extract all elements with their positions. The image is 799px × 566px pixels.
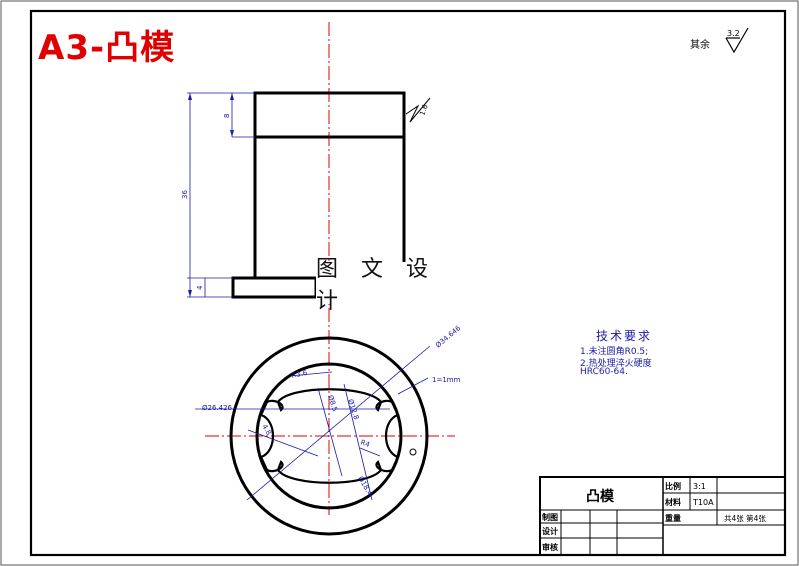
drawn-label: 制图 [542, 512, 558, 522]
part-name: 凸模 [586, 488, 615, 505]
tech-requirement-line-1: 1.未注圆角R0.5; [580, 347, 649, 357]
title-block [539, 476, 786, 556]
tech-requirement-line-2: 2.热处理淬火硬度 [580, 359, 652, 369]
dim-circle-inner: Ø26.426 [202, 404, 233, 412]
sheets-info: 共4张 第4张 [724, 513, 766, 523]
roughness-label: 其余 [690, 38, 710, 51]
inner-frame [29, 9, 787, 557]
roughness-value: 3.2 [727, 29, 740, 38]
weight-label: 重量 [665, 513, 681, 523]
dim-height-flange: 4 [196, 285, 204, 290]
dim-r-bottom: Ø18.4 [356, 475, 374, 498]
top-dimensions [195, 345, 431, 501]
tech-requirement-line-3: HRC60-64. [580, 367, 628, 377]
dim-chamfer: 1=1mm [432, 376, 461, 384]
dim-radius-r: R3.6 [291, 369, 309, 380]
dim-diag-1: Ø12.8 [346, 398, 360, 421]
watermark-text: 图 文 设 计 [316, 257, 476, 314]
dim-circle-outer: Ø34.646 [434, 324, 463, 350]
material-value: T10A [692, 498, 714, 507]
dim-r-small: R4 [359, 438, 371, 449]
design-label: 设计 [542, 526, 558, 536]
scale-label: 比例 [665, 481, 681, 491]
front-dimension-arrows [188, 93, 234, 297]
front-dimensions [187, 92, 255, 298]
scale-value: 3:1 [693, 482, 706, 491]
face-roughness-symbol [405, 97, 431, 123]
top-view [229, 336, 429, 536]
dim-height-top: 8 [223, 114, 231, 118]
dim-diag-2: Ø8.5 [326, 394, 339, 412]
tech-requirements-heading: 技术要求 [596, 329, 653, 343]
roughness-symbol [725, 27, 749, 54]
review-label: 审核 [542, 542, 558, 552]
drawing-title: A3-凸模 [38, 28, 176, 68]
front-view [231, 91, 406, 299]
dim-height-total: 36 [181, 190, 189, 199]
material-label: 材料 [665, 497, 681, 507]
face-roughness-value: 1.6 [418, 103, 430, 117]
